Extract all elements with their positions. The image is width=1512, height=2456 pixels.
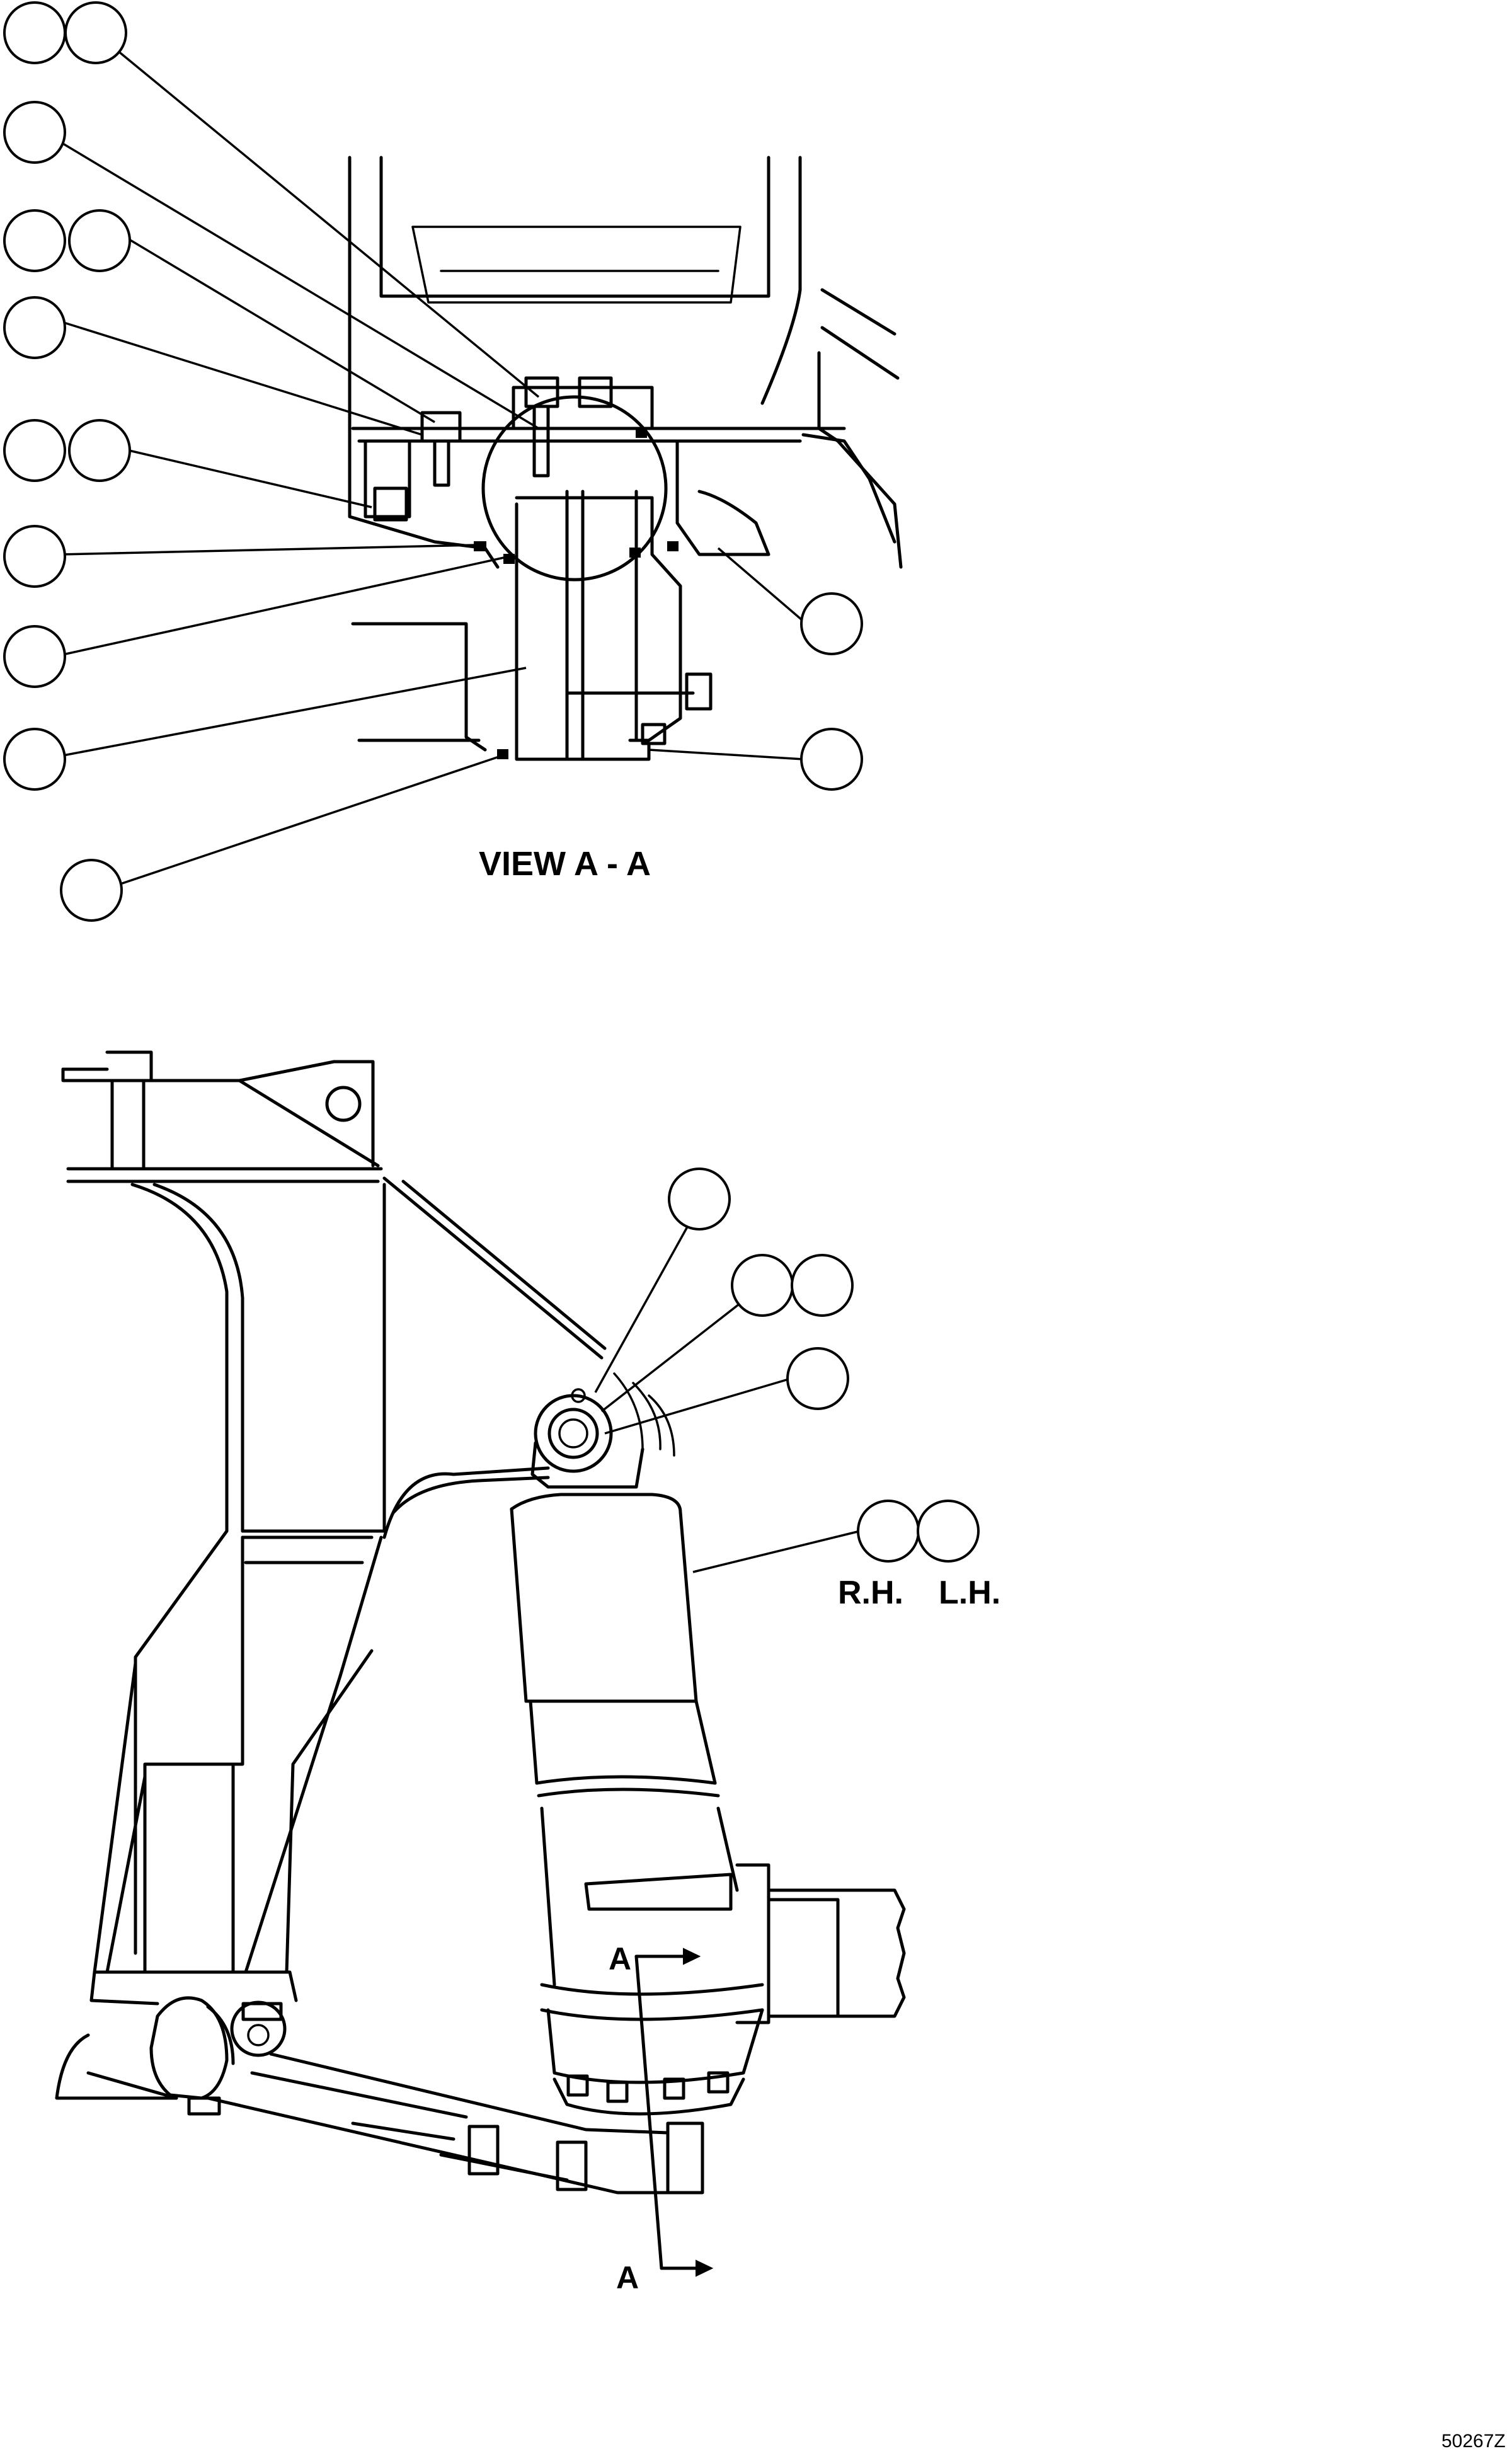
left-hand-label: L.H. — [939, 1575, 1001, 1611]
right-hand-label: R.H. — [838, 1575, 903, 1611]
callout-balloon — [917, 1500, 980, 1563]
callout-balloon — [3, 209, 66, 272]
callout-balloons-lower — [668, 1168, 980, 1563]
callout-balloon — [68, 419, 131, 482]
section-marker-bottom: A — [616, 2260, 639, 2295]
section-cut-line — [634, 1948, 714, 2277]
suspension-assembly — [55, 1050, 906, 2195]
callout-balloon — [3, 419, 66, 482]
callout-balloon — [60, 859, 123, 922]
callout-balloon — [791, 1254, 854, 1317]
callout-balloons-upper — [3, 1, 863, 922]
callout-balloon — [64, 1, 127, 64]
callout-balloon — [668, 1168, 731, 1231]
callout-balloon — [3, 101, 66, 164]
callout-balloon — [731, 1254, 794, 1317]
section-marker-top: A — [609, 1941, 632, 1977]
view-a-a-section — [348, 156, 903, 761]
callout-balloon — [68, 209, 131, 272]
callout-balloon — [3, 1, 66, 64]
callout-balloon — [3, 525, 66, 588]
leader-lines-upper — [59, 46, 808, 887]
callout-balloon — [3, 625, 66, 688]
drawing-code: 50267Z — [1441, 2431, 1506, 2452]
callout-balloon — [800, 728, 863, 791]
leader-lines-lower — [594, 1222, 861, 1573]
callout-balloon — [857, 1500, 920, 1563]
callout-balloon — [786, 1347, 849, 1410]
callout-balloon — [3, 296, 66, 359]
callout-balloon — [800, 592, 863, 655]
callout-balloon — [3, 728, 66, 791]
view-title: VIEW A - A — [479, 845, 651, 883]
